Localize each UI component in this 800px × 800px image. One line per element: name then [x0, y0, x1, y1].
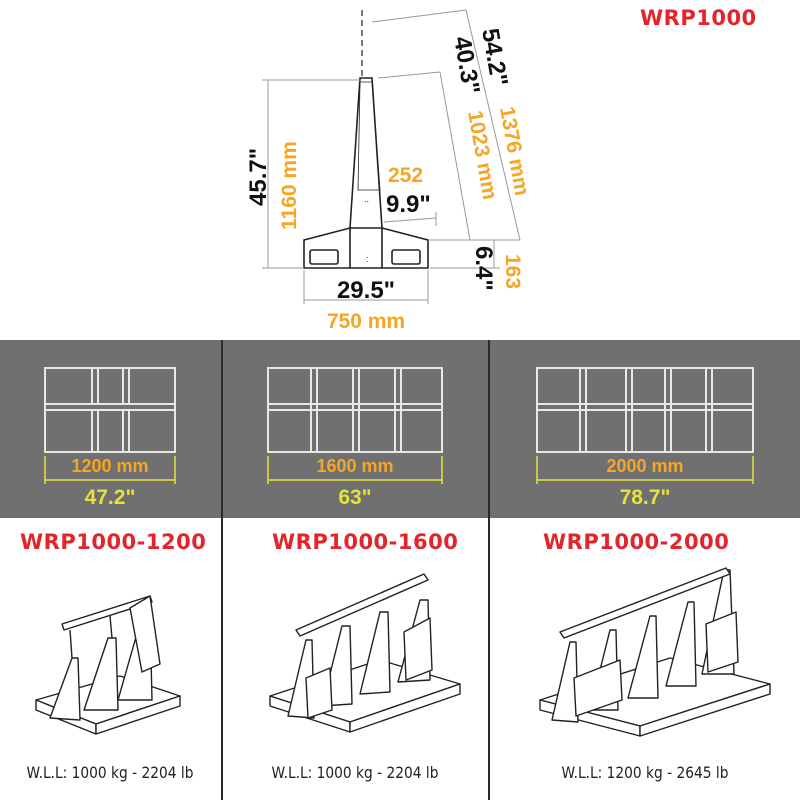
length-mm-label-2000: 2000 mm: [606, 456, 683, 476]
top-view-2000: [536, 367, 754, 453]
length-inch-label-1200: 47.2": [85, 486, 136, 509]
variant-title-1200: WRP1000-1200: [20, 530, 207, 554]
upper-height-mm-label: 1023 mm: [463, 109, 501, 202]
rack-illustration-2000: [539, 567, 771, 737]
length-mm-label-1600: 1600 mm: [316, 456, 393, 476]
total-height-mm-label: 1376 mm: [495, 105, 533, 198]
frame-height-mm-label: 1160 mm: [278, 141, 301, 230]
length-inch-label-1600: 63": [338, 486, 371, 509]
top-view-diagrams: 1200 mm 47.2" 1600 mm 63" 2000 mm 78.7": [44, 367, 754, 509]
column-divider-2: [488, 340, 490, 800]
wll-label-2000: W.L.L: 1200 kg - 2645 lb: [561, 763, 729, 782]
base-width-mm-label: 750 mm: [327, 310, 405, 333]
dimension-lines: [262, 9, 521, 304]
base-width-inch-label: 29.5": [337, 277, 395, 304]
slot-width-inch-label: 9.9": [386, 191, 431, 218]
base-height-inch-label: 6.4": [470, 246, 497, 291]
rack-illustrations: [35, 567, 771, 737]
wll-label-1600: W.L.L: 1000 kg - 2204 lb: [271, 763, 439, 782]
variant-title-1600: WRP1000-1600: [272, 530, 459, 554]
frame-height-inch-label: 45.7": [245, 148, 272, 206]
base-height-mm-label: 163: [501, 254, 524, 289]
model-title: WRP1000: [640, 6, 757, 30]
length-mm-label-1200: 1200 mm: [71, 456, 148, 476]
length-inch-label-2000: 78.7": [620, 486, 671, 509]
wll-label-1200: W.L.L: 1000 kg - 2204 lb: [26, 763, 194, 782]
svg-text:..: ..: [364, 194, 369, 204]
a-frame-profile: .. :: [303, 10, 429, 269]
column-divider-1: [221, 340, 223, 800]
slot-width-mm-label: 252: [388, 164, 423, 187]
top-view-1200: [44, 367, 176, 453]
top-view-1600: [267, 367, 443, 453]
side-profile-diagram: .. : 45.7" 1160 mm 54.2" 1376 mm 40.3" 1…: [245, 9, 533, 333]
rack-illustration-1600: [269, 573, 461, 733]
variant-title-2000: WRP1000-2000: [543, 530, 730, 554]
svg-text::: :: [366, 254, 369, 264]
rack-illustration-1200: [35, 595, 181, 735]
